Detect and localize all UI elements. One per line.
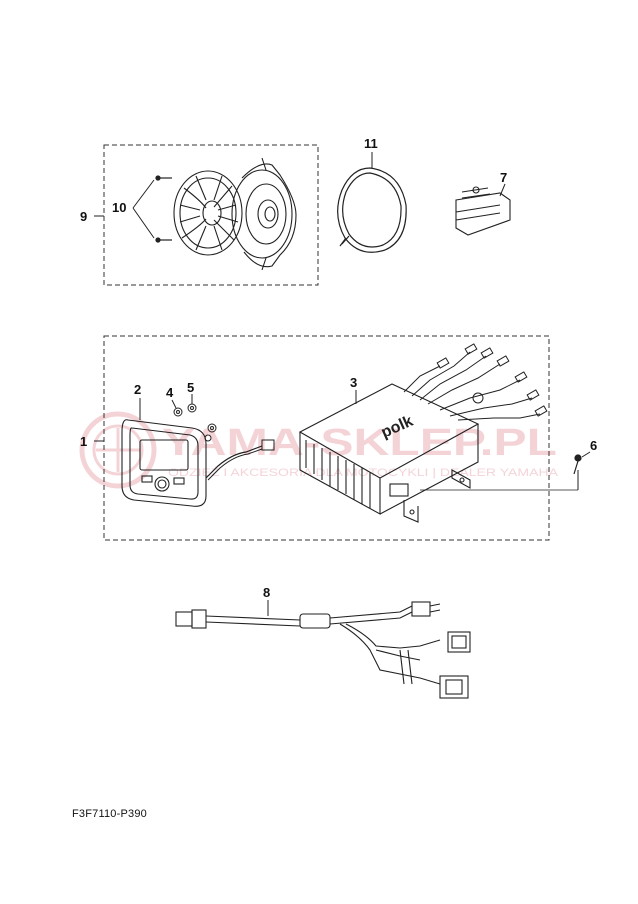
label-1: 1 bbox=[80, 434, 87, 449]
audio-group-box bbox=[103, 335, 550, 541]
label-5: 5 bbox=[187, 380, 194, 395]
label-10: 10 bbox=[112, 200, 126, 215]
speaker-grille bbox=[173, 170, 243, 256]
label-4: 4 bbox=[166, 385, 174, 400]
amplifier bbox=[298, 383, 480, 523]
head-unit-cable bbox=[205, 445, 263, 479]
figure-code: F3F7110-P390 bbox=[72, 808, 147, 820]
watermark-subtitle: ODZIEŻ I AKCESORIA DLA MOTOCYKLI | DEALE… bbox=[168, 466, 559, 479]
screw bbox=[573, 454, 582, 475]
watermark-title: YAMA-SKLEP.PL bbox=[162, 422, 557, 464]
speaker-driver bbox=[231, 157, 297, 271]
label-9: 9 bbox=[80, 209, 87, 224]
label-6: 6 bbox=[590, 438, 597, 453]
wire-clip bbox=[455, 186, 511, 236]
screws bbox=[155, 175, 172, 243]
label-11: 11 bbox=[364, 136, 378, 151]
speaker-group-box bbox=[103, 144, 319, 286]
label-7: 7 bbox=[500, 170, 507, 185]
watermark-logo bbox=[79, 411, 157, 489]
watermark: YAMA-SKLEP.PL ODZIEŻ I AKCESORIA DLA MOT… bbox=[79, 411, 559, 489]
label-2: 2 bbox=[134, 382, 141, 397]
head-unit bbox=[121, 419, 207, 507]
label-3: 3 bbox=[350, 375, 357, 390]
label-8: 8 bbox=[263, 585, 270, 600]
amplifier-wires bbox=[403, 343, 548, 421]
wire-harness bbox=[175, 601, 471, 699]
gasket bbox=[337, 167, 407, 253]
